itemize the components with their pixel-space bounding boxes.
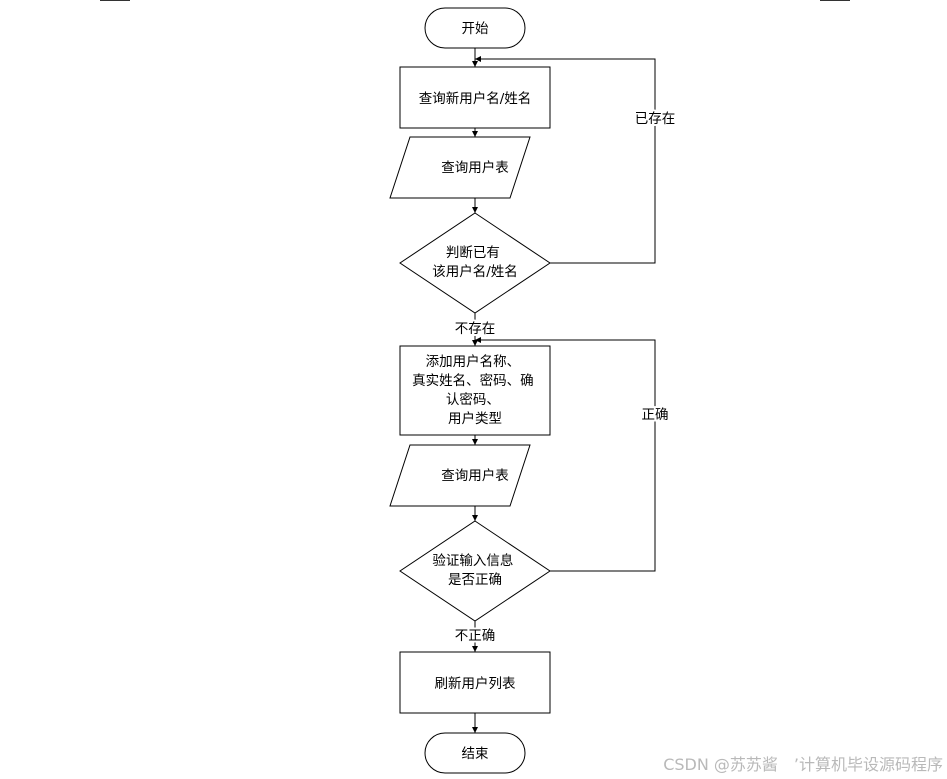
add-user-info-line-1: 添加用户名称、 bbox=[426, 353, 521, 370]
data-query-user-table-1 bbox=[389, 136, 531, 199]
decision-validate-input bbox=[399, 520, 551, 622]
label-incorrect: 不正确 bbox=[455, 628, 496, 644]
end-label: 结束 bbox=[462, 746, 489, 762]
add-user-info-line-4: 用户类型 bbox=[448, 410, 502, 427]
validate-input-line-2: 是否正确 bbox=[448, 572, 502, 588]
end-terminal bbox=[424, 732, 526, 774]
add-user-info-line-2: 真实姓名、密码、确 bbox=[412, 372, 534, 389]
start-label: 开始 bbox=[462, 21, 489, 37]
decision-check-exists-line-2: 该用户名/姓名 bbox=[432, 263, 518, 280]
decision-validate-input-text: 验证输入信息 是否正确 bbox=[432, 552, 517, 588]
process-add-user-info-text: 添加用户名称、 真实姓名、密码、确 认密码、 用户类型 bbox=[412, 353, 538, 427]
process-refresh-list bbox=[399, 651, 551, 714]
add-user-info-line-3: 认密码、 bbox=[446, 391, 500, 408]
decision-check-exists bbox=[399, 212, 551, 314]
validate-input-line-1: 验证输入信息 bbox=[432, 552, 513, 569]
process-query-new-user bbox=[399, 66, 551, 129]
data-query-user-table-2 bbox=[389, 444, 531, 507]
top-left-edge-mark bbox=[100, 0, 130, 1]
data-query-user-table-1-label: 查询用户表 bbox=[441, 159, 509, 176]
label-exists: 已存在 bbox=[635, 111, 676, 127]
edge-correct-loop bbox=[475, 337, 656, 572]
top-right-edge-mark bbox=[820, 0, 850, 1]
process-query-new-user-label: 查询新用户名/姓名 bbox=[419, 90, 532, 107]
edge-exists-loop bbox=[475, 56, 656, 264]
data-query-user-table-2-label: 查询用户表 bbox=[441, 467, 509, 484]
watermark: CSDN @苏苏酱 ’计算机毕设源码程序 bbox=[663, 755, 943, 774]
label-correct: 正确 bbox=[642, 407, 669, 423]
process-refresh-list-label: 刷新用户列表 bbox=[435, 675, 516, 692]
label-not-exists: 不存在 bbox=[455, 321, 496, 337]
process-add-user-info bbox=[399, 345, 551, 436]
decision-check-exists-line-1: 判断已有 bbox=[446, 245, 500, 261]
decision-check-exists-text: 判断已有 该用户名/姓名 bbox=[432, 245, 518, 280]
